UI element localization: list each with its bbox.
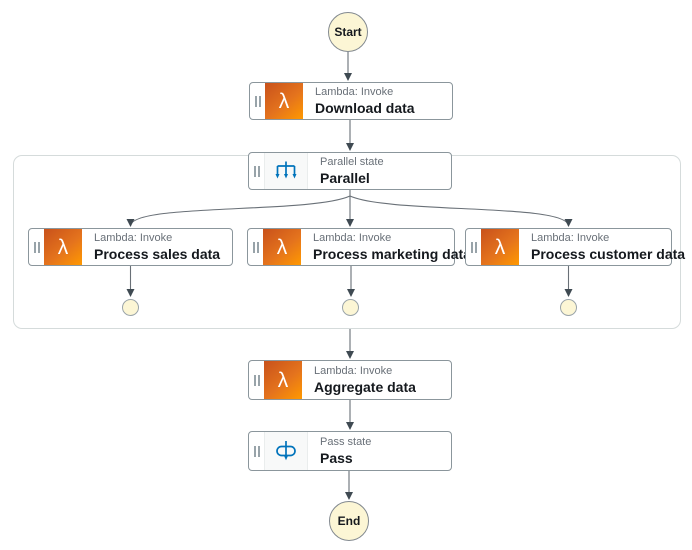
state-name-label: Pass (320, 449, 353, 466)
branch-end-dot (342, 299, 359, 316)
parallel-state-icon (264, 153, 308, 189)
drag-handle-icon[interactable] (250, 83, 265, 119)
state-type-label: Lambda: Invoke (315, 85, 394, 98)
state-node-process-sales-data[interactable]: λ Lambda: Invoke Process sales data (28, 228, 233, 266)
state-node-process-marketing-data[interactable]: λ Lambda: Invoke Process marketing data (247, 228, 471, 266)
state-type-label: Lambda: Invoke (313, 231, 392, 244)
start-terminal: Start (328, 12, 368, 52)
lambda-icon: λ (263, 229, 301, 265)
drag-handle-icon[interactable] (466, 229, 481, 265)
branch-end-dot (122, 299, 139, 316)
state-name-label: Parallel (320, 169, 370, 186)
state-type-label: Lambda: Invoke (531, 231, 610, 244)
lambda-icon: λ (265, 83, 303, 119)
state-node-process-customer-data[interactable]: λ Lambda: Invoke Process customer data (465, 228, 686, 266)
end-terminal: End (329, 501, 369, 541)
state-node-parallel[interactable]: Parallel state Parallel (248, 152, 452, 190)
lambda-icon: λ (264, 361, 302, 399)
state-node-aggregate-data[interactable]: λ Lambda: Invoke Aggregate data (248, 360, 452, 400)
branch-end-dot (560, 299, 577, 316)
drag-handle-icon[interactable] (29, 229, 44, 265)
start-label: Start (334, 25, 362, 39)
drag-handle-icon[interactable] (249, 153, 264, 189)
pass-state-icon (264, 432, 308, 470)
drag-handle-icon[interactable] (248, 229, 263, 265)
state-name-label: Process marketing data (313, 245, 471, 262)
state-type-label: Lambda: Invoke (94, 231, 173, 244)
state-type-label: Parallel state (320, 155, 384, 168)
state-name-label: Process sales data (94, 245, 221, 262)
state-name-label: Aggregate data (314, 378, 416, 395)
drag-handle-icon[interactable] (249, 361, 264, 399)
state-name-label: Process customer data (531, 245, 686, 262)
state-node-download-data[interactable]: λ Lambda: Invoke Download data (249, 82, 453, 120)
drag-handle-icon[interactable] (249, 432, 264, 470)
lambda-icon: λ (44, 229, 82, 265)
state-type-label: Pass state (320, 435, 372, 448)
state-type-label: Lambda: Invoke (314, 364, 393, 377)
state-node-pass[interactable]: Pass state Pass (248, 431, 452, 471)
end-label: End (337, 514, 361, 528)
state-name-label: Download data (315, 99, 415, 116)
lambda-icon: λ (481, 229, 519, 265)
